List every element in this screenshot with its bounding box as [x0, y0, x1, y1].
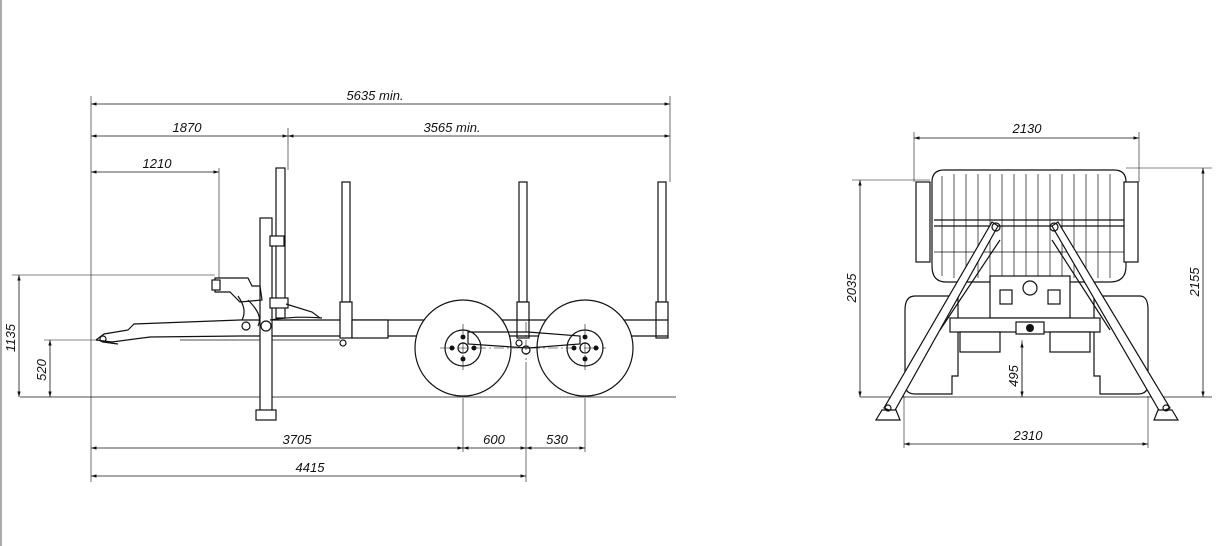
dim-bunk-height: 2035	[844, 273, 859, 304]
dim-overall-height: 2155	[1187, 267, 1202, 298]
rear-dimension-lines	[858, 136, 1205, 446]
rear-extension-lines	[852, 132, 1212, 448]
dim-to-rear-axle: 4415	[296, 460, 326, 475]
crane-column	[211, 167, 323, 421]
dim-stake-width: 2130	[1012, 121, 1043, 136]
dim-rear-overhang: 530	[546, 432, 568, 447]
dim-to-front-axle: 3705	[283, 432, 313, 447]
dim-drawbar-height: 1135	[3, 323, 18, 352]
dim-hitch-height: 520	[34, 358, 49, 380]
dim-track-width: 2310	[1013, 428, 1044, 443]
bogie	[467, 331, 581, 349]
dim-overall-length: 5635 min.	[346, 88, 403, 103]
outriggers	[874, 221, 1180, 421]
side-dimension-lines	[17, 102, 670, 478]
dim-front-section: 1870	[173, 120, 203, 135]
rear-chassis	[949, 275, 1101, 396]
dim-load-section: 3565 min.	[423, 120, 480, 135]
rear-view: 2130 2035 2155 495 2310	[844, 121, 1212, 448]
extension-lines	[12, 96, 671, 482]
rear-grille	[915, 169, 1139, 283]
dim-drawbar-reach: 1210	[143, 156, 173, 171]
dim-axle-spacing: 600	[483, 432, 505, 447]
side-view: 5635 min. 1870 3565 min. 1210 1135 520 3…	[3, 88, 676, 482]
dim-ground-clearance: 495	[1006, 364, 1021, 386]
